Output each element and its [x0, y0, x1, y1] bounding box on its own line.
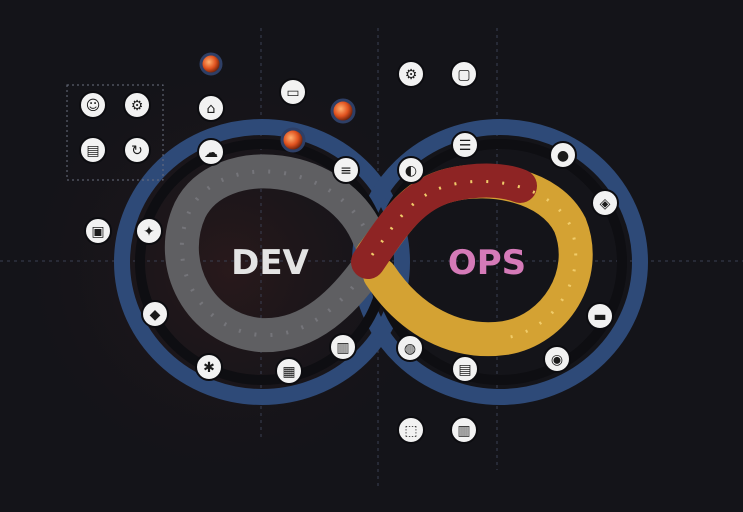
- svg-text:↻: ↻: [131, 143, 143, 159]
- orb-icon: [199, 52, 223, 76]
- refresh-icon: ↻: [123, 136, 151, 164]
- svg-text:◍: ◍: [404, 341, 416, 357]
- svg-text:✱: ✱: [203, 360, 215, 376]
- svg-text:⚙: ⚙: [405, 67, 418, 83]
- cloud-icon: ☁: [197, 138, 225, 166]
- rocket-icon: ✦: [135, 217, 163, 245]
- svg-text:▢: ▢: [457, 67, 470, 83]
- svg-text:⚙: ⚙: [131, 98, 144, 114]
- gear-icon: ◐: [397, 156, 425, 184]
- database-icon: ▦: [275, 357, 303, 385]
- ops-label: OPS: [448, 243, 526, 283]
- svg-text:☁: ☁: [204, 145, 218, 161]
- svg-text:▣: ▣: [91, 224, 104, 240]
- monitor-icon: ▭: [279, 78, 307, 106]
- svg-text:≡: ≡: [340, 163, 352, 179]
- svg-text:▦: ▦: [282, 364, 295, 380]
- chat-icon: ☰: [451, 131, 479, 159]
- server-icon: ≡: [332, 156, 360, 184]
- code-icon: ⌂: [197, 94, 225, 122]
- svg-text:▬: ▬: [593, 309, 606, 325]
- cloud-icon: ◉: [543, 345, 571, 373]
- gear-icon: ⚙: [123, 91, 151, 119]
- rocket-icon: ▥: [450, 416, 478, 444]
- shield-icon: ◆: [141, 300, 169, 328]
- svg-text:▤: ▤: [86, 143, 99, 159]
- svg-text:▥: ▥: [457, 423, 470, 439]
- box-icon: ⬚: [397, 416, 425, 444]
- svg-text:☺: ☺: [86, 98, 101, 114]
- bug-icon: ✱: [195, 353, 223, 381]
- terminal-icon: ●: [549, 141, 577, 169]
- server-icon: ▤: [451, 355, 479, 383]
- icon-nodes: ☺ ⚙ ▤ ↻ ⌂ ☁ ▭ ≡ ▣ ✦ ◆ ✱ ▦ ▥ ⚙ ▢ ☰ ◐ ● ◈ ▬ ◉ ◍ ▤ ⬚ ▥: [79, 60, 619, 444]
- orb-icon: [280, 127, 306, 153]
- chart-icon: ▥: [329, 333, 357, 361]
- dev-loop: [164, 154, 387, 353]
- svg-text:◆: ◆: [150, 307, 161, 323]
- terminal-icon: ▤: [79, 136, 107, 164]
- chat-icon: ☺: [79, 91, 107, 119]
- orb-group: [199, 52, 356, 153]
- svg-text:◈: ◈: [600, 196, 611, 212]
- code-icon: ▬: [586, 302, 614, 330]
- cog-icon: ⚙: [397, 60, 425, 88]
- svg-text:◐: ◐: [405, 163, 417, 179]
- svg-text:☰: ☰: [459, 138, 472, 154]
- svg-text:⬚: ⬚: [404, 423, 417, 439]
- svg-text:✦: ✦: [143, 224, 155, 240]
- svg-text:▥: ▥: [336, 340, 349, 356]
- box-icon: ▣: [84, 217, 112, 245]
- document-icon: ▢: [450, 60, 478, 88]
- dev-label: DEV: [231, 243, 309, 283]
- svg-text:◉: ◉: [551, 352, 563, 368]
- refresh-icon: ◈: [591, 189, 619, 217]
- svg-text:▤: ▤: [458, 362, 471, 378]
- ops-loop: [351, 163, 593, 357]
- svg-text:●: ●: [557, 148, 569, 164]
- monitor-icon: ◍: [396, 334, 424, 362]
- svg-text:▭: ▭: [286, 85, 299, 101]
- svg-text:⌂: ⌂: [207, 101, 216, 117]
- orb-icon: [330, 98, 356, 124]
